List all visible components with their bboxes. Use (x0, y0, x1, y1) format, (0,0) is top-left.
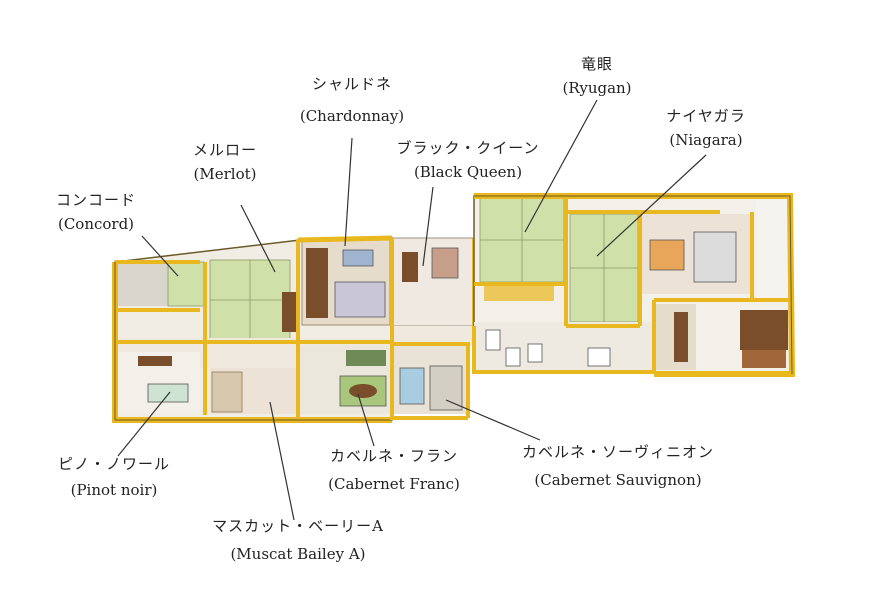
leader-cab-franc (357, 393, 375, 447)
leader-niagara (596, 154, 707, 257)
label-niagara-en: (Niagara) (669, 131, 743, 149)
cab-franc-shelf (346, 350, 386, 366)
label-black-queen: ブラック・クイーン (Black Queen) (397, 136, 540, 184)
label-cabernet-franc: カベルネ・フラン (Cabernet Franc) (328, 444, 460, 496)
label-concord-en: (Concord) (57, 215, 135, 233)
label-cabernet-franc-ja: カベルネ・フラン (329, 447, 459, 465)
cab-sauvignon-bath (399, 367, 425, 405)
pinot-noir-table (138, 356, 172, 366)
pinot-noir-sofa (147, 383, 189, 403)
toilet-3 (527, 343, 543, 363)
muscat-closet (211, 371, 243, 413)
leader-merlot (240, 204, 276, 273)
black-queen-rug (431, 247, 459, 279)
leader-cab-sauvignon (445, 399, 541, 441)
black-queen-desk (402, 252, 418, 282)
label-ryugan-ja: 竜眼 (580, 55, 614, 73)
leader-ryugan (524, 99, 598, 233)
label-merlot-en: (Merlot) (193, 165, 257, 183)
storage-door (674, 312, 688, 362)
label-chardonnay-ja: シャルドネ (311, 75, 393, 93)
label-cabernet-sauvignon-ja: カベルネ・ソーヴィニオン (521, 443, 715, 461)
leader-lines (117, 99, 707, 521)
label-chardonnay-en: (Chardonnay) (299, 107, 405, 125)
label-ryugan-en: (Ryugan) (562, 79, 632, 97)
label-niagara-ja: ナイヤガラ (666, 107, 746, 125)
left-wing (112, 235, 393, 423)
label-black-queen-ja: ブラック・クイーン (396, 139, 540, 157)
label-ryugan: 竜眼 (Ryugan) (562, 52, 631, 100)
sunroom-floor (756, 200, 788, 298)
toilet-1 (485, 329, 501, 351)
cab-sauvignon-bed (429, 365, 463, 411)
leader-pinot-noir (117, 391, 171, 457)
chardonnay-wardrobe (306, 248, 328, 318)
leader-concord (141, 235, 179, 277)
chardonnay-tv (342, 249, 374, 267)
label-merlot-ja: メルロー (192, 141, 258, 159)
leader-black-queen (422, 186, 434, 267)
label-merlot: メルロー (Merlot) (193, 138, 257, 186)
label-cabernet-sauvignon: カベルネ・ソーヴィニオン (Cabernet Sauvignon) (522, 440, 714, 492)
dining-table (649, 239, 685, 271)
toilet-2 (505, 347, 521, 367)
right-wing (472, 193, 796, 377)
label-pinot-noir-en: (Pinot noir) (70, 481, 158, 499)
merlot-cabinet (282, 292, 296, 332)
label-concord: コンコード (Concord) (56, 188, 136, 236)
bookcase-shelf (742, 350, 786, 368)
label-black-queen-en: (Black Queen) (413, 163, 523, 181)
label-muscat-bailey-a-ja: マスカット・ベーリーA (212, 517, 384, 535)
bookcase (740, 310, 788, 350)
label-muscat-bailey-a: マスカット・ベーリーA (Muscat Bailey A) (212, 514, 384, 566)
label-pinot-noir-ja: ピノ・ノワール (57, 455, 171, 473)
room-concord-tatami (167, 261, 205, 307)
service-corridor (474, 322, 654, 372)
leader-muscat (269, 401, 295, 521)
label-cabernet-sauvignon-en: (Cabernet Sauvignon) (534, 471, 702, 489)
entrance-hall (392, 326, 482, 346)
label-cabernet-franc-en: (Cabernet Franc) (328, 475, 460, 493)
label-chardonnay: シャルドネ (Chardonnay) (300, 72, 404, 128)
label-concord-ja: コンコード (55, 191, 137, 209)
ryugan-alcove (484, 285, 554, 301)
center-section (390, 237, 482, 420)
cab-franc-table (349, 384, 377, 398)
label-muscat-bailey-a-en: (Muscat Bailey A) (230, 545, 366, 563)
leader-chardonnay (344, 137, 353, 247)
label-pinot-noir: ピノ・ノワール (Pinot noir) (58, 452, 170, 502)
label-niagara: ナイヤガラ (Niagara) (666, 104, 746, 152)
kitchen-counter (693, 231, 737, 283)
chardonnay-bed (334, 281, 386, 318)
laundry (587, 347, 611, 367)
